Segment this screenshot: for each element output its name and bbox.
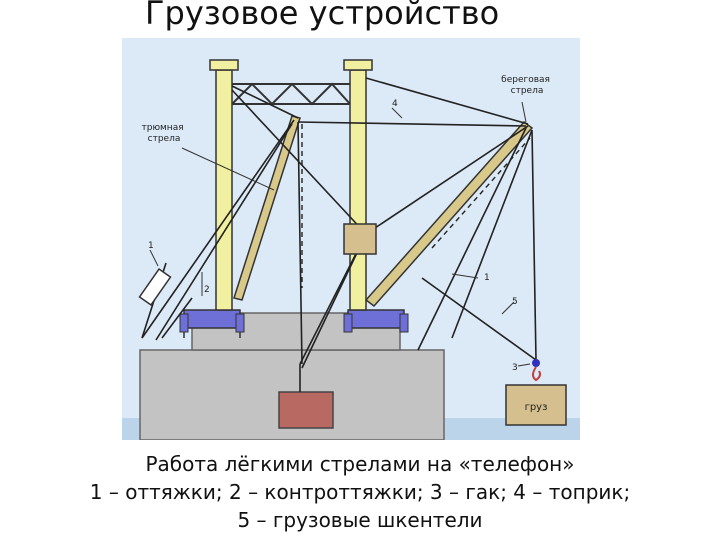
left-cargo-post <box>215 69 233 311</box>
left-post-cap <box>209 59 239 71</box>
cargo-in-hold <box>278 391 334 429</box>
left-base-flange-right <box>235 313 245 333</box>
label-shore-boom: береговая стрела <box>501 75 553 96</box>
hook-icon <box>532 359 540 367</box>
right-base-flange-left <box>343 313 353 333</box>
label-hold-boom: трюмная стрела <box>141 123 186 144</box>
right-post-cap <box>343 59 373 71</box>
label-num-4: 4 <box>392 99 398 109</box>
left-base-flange-left <box>179 313 189 333</box>
hold-boom <box>233 115 301 301</box>
label-num-2: 2 <box>204 285 210 295</box>
cargo-label: груз <box>525 402 548 413</box>
right-cargo-post <box>349 69 367 311</box>
label-shore-boom-line1: береговая <box>501 75 550 85</box>
label-hold-boom-line1: трюмная <box>141 123 183 133</box>
cargo-box <box>505 384 567 426</box>
right-post-base <box>347 309 405 329</box>
label-num-1-left: 1 <box>148 241 154 251</box>
dashed-runners <box>301 124 531 288</box>
rigging-lines <box>141 77 537 392</box>
caption-line-2: 1 – оттяжки; 2 – контроттяжки; 3 – гак; … <box>89 480 631 504</box>
shore-boom <box>364 120 534 308</box>
label-hold-boom-line2: стрела <box>148 134 181 144</box>
right-base-flange-right <box>399 313 409 333</box>
label-num-1-right: 1 <box>484 273 490 283</box>
union-block-cargo <box>343 223 377 255</box>
posts-truss <box>231 82 351 106</box>
label-num-3: 3 <box>512 363 518 373</box>
leader-lines <box>149 101 531 367</box>
diagram-svg: груз трюмная стрела береговая стрела 1 1… <box>122 38 580 441</box>
caption-line-1: Работа лёгкими стрелами на «телефон» <box>145 452 575 476</box>
hook-shape-icon <box>532 366 541 382</box>
label-num-5: 5 <box>512 297 518 307</box>
page-title: Грузовое устройство <box>145 0 500 32</box>
caption-line-3: 5 – грузовые шкентели <box>237 508 483 532</box>
label-shore-boom-line2: стрела <box>511 86 544 96</box>
turnbuckle <box>138 268 172 306</box>
cargo-gear-diagram: груз трюмная стрела береговая стрела 1 1… <box>122 38 580 441</box>
